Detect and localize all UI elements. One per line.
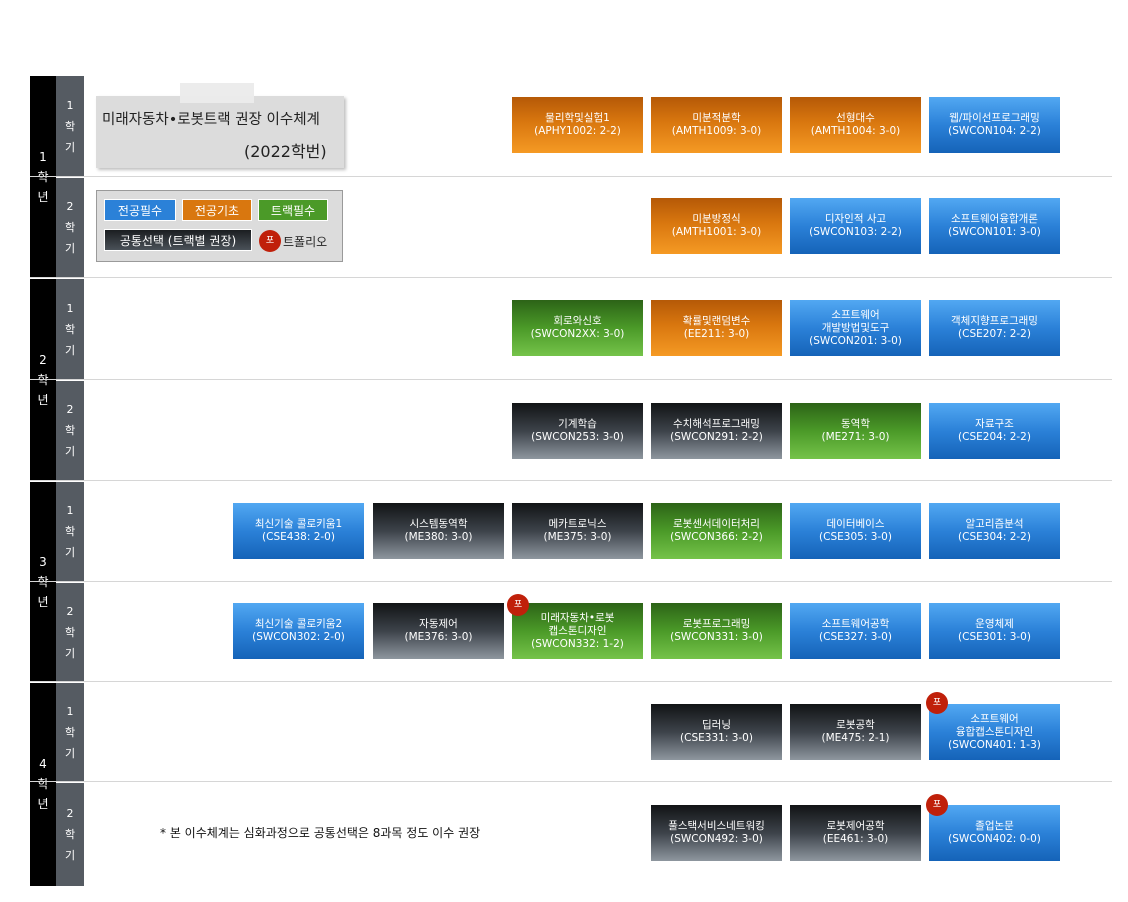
semester-divider [56, 379, 84, 381]
course-box[interactable]: 객체지향프로그래밍(CSE207: 2-2) [928, 299, 1061, 357]
semester-divider [56, 277, 84, 279]
semester-2-1: 1 학 기 [56, 278, 84, 380]
row-divider [30, 176, 1112, 177]
row-divider [30, 781, 1112, 782]
semester-4-1: 1 학 기 [56, 682, 84, 782]
course-box[interactable]: 로봇제어공학(EE461: 3-0) [789, 804, 922, 862]
row-divider [30, 480, 1112, 481]
semester-3-2: 2 학 기 [56, 582, 84, 682]
legend-major-basic: 전공기초 [182, 199, 252, 221]
course-box[interactable]: 물리학및실험1(APHY1002: 2-2) [511, 96, 644, 154]
semester-divider [56, 581, 84, 583]
year-divider [30, 480, 56, 482]
course-box[interactable]: 로봇프로그래밍(SWCON331: 3-0) [650, 602, 783, 660]
year-divider [30, 681, 56, 683]
course-box[interactable]: 알고리즘분석(CSE304: 2-2) [928, 502, 1061, 560]
course-box[interactable]: 풀스택서비스네트워킹(SWCON492: 3-0) [650, 804, 783, 862]
semester-3-1: 1 학 기 [56, 481, 84, 582]
legend-common-elective: 공통선택 (트랙별 권장) [104, 229, 252, 251]
course-box[interactable]: 미분방정식(AMTH1001: 3-0) [650, 197, 783, 255]
footnote: * 본 이수체계는 심화과정으로 공통선택은 8과목 정도 이수 권장 [160, 826, 481, 840]
portfolio-badge-icon: 포 [926, 794, 948, 816]
course-box[interactable]: 확률및랜덤변수(EE211: 3-0) [650, 299, 783, 357]
course-box[interactable]: 웹/파이선프로그래밍(SWCON104: 2-2) [928, 96, 1061, 154]
course-box[interactable]: 디자인적 사고(SWCON103: 2-2) [789, 197, 922, 255]
course-box[interactable]: 동역학(ME271: 3-0) [789, 402, 922, 460]
course-box[interactable]: 선형대수(AMTH1004: 3-0) [789, 96, 922, 154]
course-box[interactable]: 자료구조(CSE204: 2-2) [928, 402, 1061, 460]
row-divider [30, 379, 1112, 380]
semester-2-2: 2 학 기 [56, 380, 84, 481]
page-subtitle: (2022학번) [244, 142, 327, 161]
title-card [96, 96, 344, 168]
course-box[interactable]: 회로와신호(SWCON2XX: 3-0) [511, 299, 644, 357]
semester-1-2: 2 학 기 [56, 177, 84, 278]
portfolio-badge-icon: 포 [507, 594, 529, 616]
row-divider [30, 681, 1112, 682]
semester-divider [56, 681, 84, 683]
year-4-label: 4 학 년 [30, 682, 56, 886]
course-box[interactable]: 딥러닝(CSE331: 3-0) [650, 703, 783, 761]
page-title: 미래자동차•로봇트랙 권장 이수체계 [102, 112, 320, 128]
course-box[interactable]: 기계학습(SWCON253: 3-0) [511, 402, 644, 460]
legend-portfolio-label: 트폴리오 [283, 235, 328, 249]
course-box[interactable]: 수치해석프로그래밍(SWCON291: 2-2) [650, 402, 783, 460]
semester-divider [56, 480, 84, 482]
semester-1-1: 1 학 기 [56, 76, 84, 177]
course-box[interactable]: 데이터베이스(CSE305: 3-0) [789, 502, 922, 560]
row-divider [30, 277, 1112, 278]
course-box[interactable]: 시스템동역학(ME380: 3-0) [372, 502, 505, 560]
course-box[interactable]: 운영체제(CSE301: 3-0) [928, 602, 1061, 660]
row-divider [30, 581, 1112, 582]
semester-divider [56, 176, 84, 178]
semester-divider [56, 781, 84, 783]
legend-track-required: 트랙필수 [258, 199, 328, 221]
portfolio-badge-icon: 포 [926, 692, 948, 714]
portfolio-badge-icon: 포 [259, 230, 281, 252]
course-box[interactable]: 졸업논문(SWCON402: 0-0) [928, 804, 1061, 862]
tape-decoration [180, 83, 254, 103]
year-1-label: 1 학 년 [30, 76, 56, 278]
course-box[interactable]: 로봇공학(ME475: 2-1) [789, 703, 922, 761]
course-box[interactable]: 소프트웨어융합개론(SWCON101: 3-0) [928, 197, 1061, 255]
legend-major-required: 전공필수 [104, 199, 176, 221]
course-box[interactable]: 최신기술 콜로키움1(CSE438: 2-0) [232, 502, 365, 560]
course-box[interactable]: 자동제어(ME376: 3-0) [372, 602, 505, 660]
year-divider [30, 277, 56, 279]
course-box[interactable]: 미분적분학(AMTH1009: 3-0) [650, 96, 783, 154]
course-box[interactable]: 메카트로닉스(ME375: 3-0) [511, 502, 644, 560]
course-box[interactable]: 최신기술 콜로키움2(SWCON302: 2-0) [232, 602, 365, 660]
course-box[interactable]: 소프트웨어공학(CSE327: 3-0) [789, 602, 922, 660]
semester-4-2: 2 학 기 [56, 782, 84, 886]
course-box[interactable]: 로봇센서데이터처리(SWCON366: 2-2) [650, 502, 783, 560]
